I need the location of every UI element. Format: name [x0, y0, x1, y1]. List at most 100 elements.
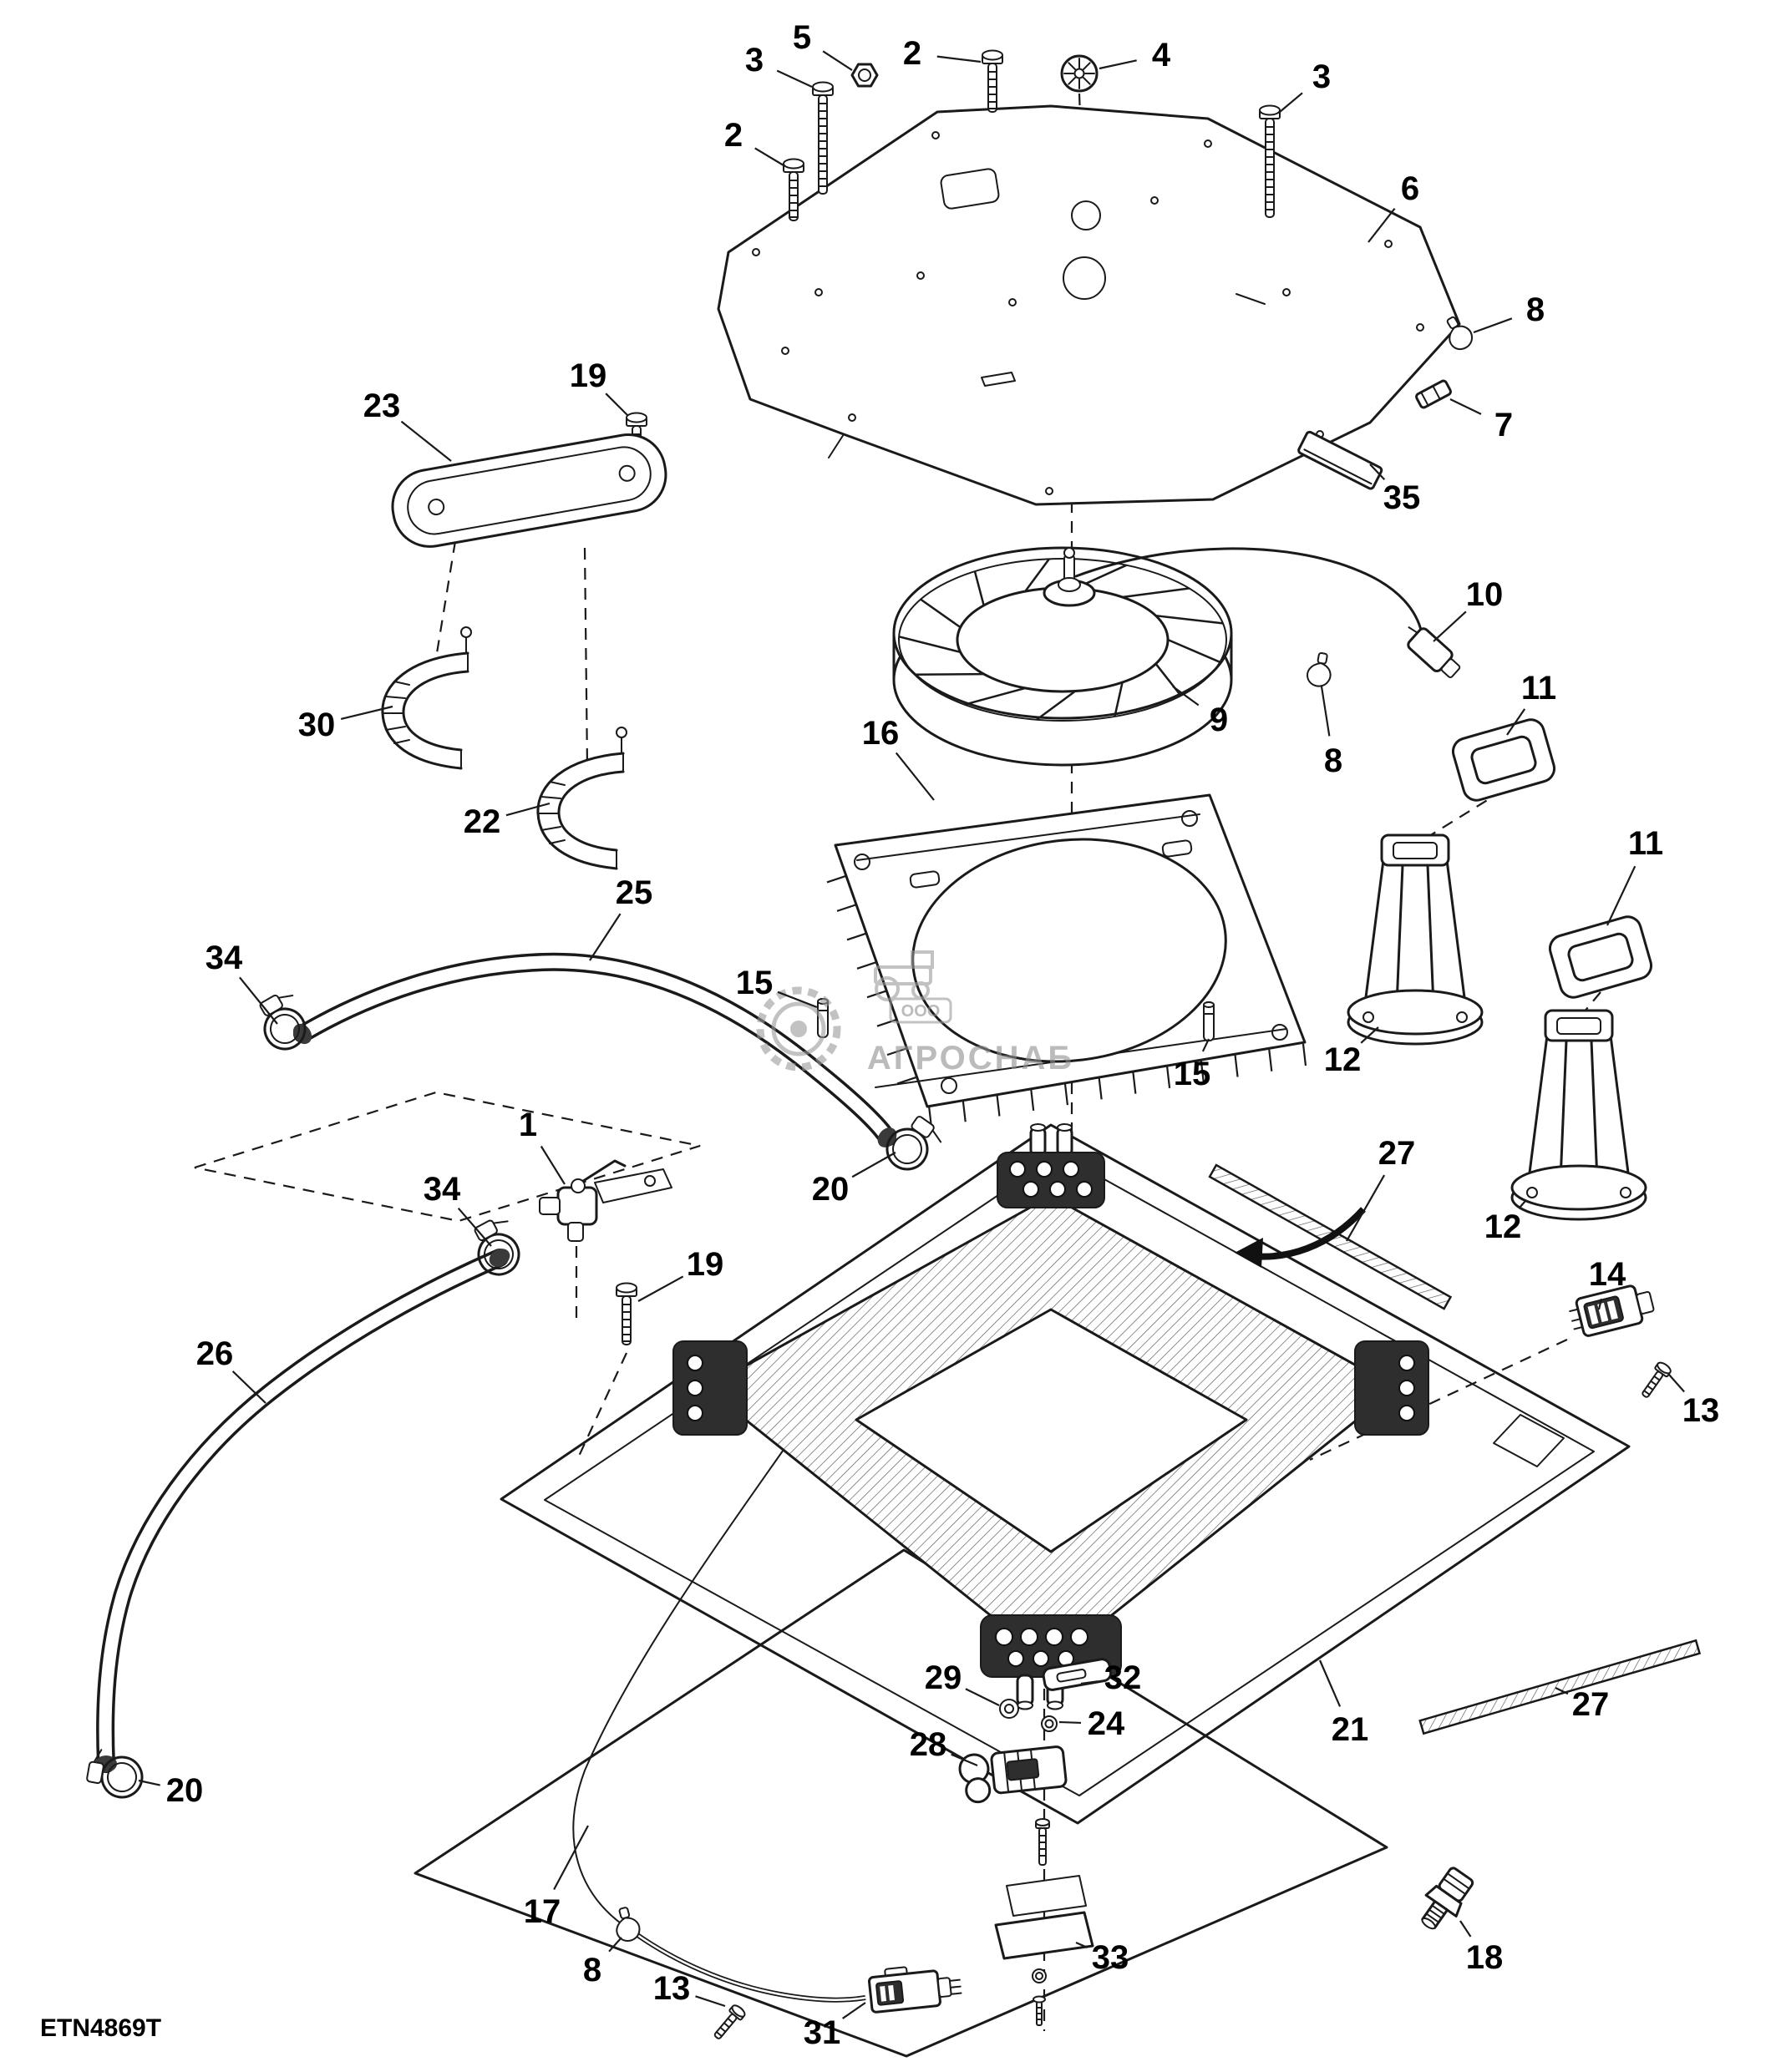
callout-16: 16: [861, 715, 900, 752]
callout-34: 34: [205, 940, 243, 976]
callout-11: 11: [1520, 670, 1557, 707]
screw-19b: [616, 1282, 637, 1345]
wire-harness: [1074, 547, 1423, 635]
callout-5: 5: [792, 19, 812, 56]
callout-28: 28: [909, 1726, 947, 1763]
callout-12: 12: [1484, 1208, 1522, 1245]
blower-housing: [826, 793, 1307, 1128]
callout-8: 8: [1323, 742, 1343, 779]
screw-bottom-tiny: [1033, 1995, 1046, 2026]
screw-3a: [812, 81, 834, 195]
callout-23: 23: [363, 388, 401, 424]
callout-2: 2: [723, 117, 743, 154]
callout-17: 17: [523, 1893, 561, 1930]
drawing-code: ETN4869T: [40, 2014, 162, 2042]
saddle-bracket-30: [381, 626, 473, 770]
fuel-hose-25: [292, 952, 897, 1147]
flange-nut: [850, 63, 879, 88]
callout-34: 34: [423, 1171, 461, 1208]
clip-7: [1415, 379, 1452, 409]
coil-manifold-right: [1354, 1340, 1429, 1436]
leader-lines: [138, 50, 1685, 2019]
callout-11: 11: [1627, 825, 1664, 862]
seal-strip-27b: [1418, 1639, 1702, 1735]
gasket-11a: [1449, 715, 1559, 805]
coil-manifold-top: [997, 1123, 1105, 1208]
bottom-hardware: [958, 1658, 1113, 2026]
callout-22: 22: [463, 803, 501, 840]
pedestal-mount-12b: [1510, 1009, 1647, 1221]
watermark-org-prefix: ООО: [901, 1002, 941, 1021]
callout-31: 31: [803, 2014, 841, 2051]
blower-wheel: [892, 546, 1461, 767]
callout-24: 24: [1087, 1705, 1125, 1742]
callout-13: 13: [1682, 1392, 1720, 1429]
screw-2a: [982, 49, 1003, 113]
gasket-11b: [1545, 912, 1656, 1002]
saddle-bracket-22: [536, 726, 628, 870]
o-ring-24: [1041, 1715, 1058, 1732]
cover-plates-33: [994, 1875, 1094, 1960]
callout-26: 26: [195, 1335, 234, 1372]
callout-32: 32: [1104, 1659, 1142, 1696]
callout-3: 3: [1312, 58, 1332, 95]
callout-10: 10: [1465, 576, 1504, 613]
coil-manifold-bottom: [980, 1614, 1122, 1710]
retainer-pin-15a: [1203, 1001, 1215, 1041]
callout-20: 20: [811, 1171, 850, 1208]
sensor-fitting-18: [1421, 1867, 1474, 1930]
callout-13: 13: [652, 1970, 691, 2007]
callout-4: 4: [1151, 37, 1171, 73]
callout-6: 6: [1400, 170, 1420, 207]
pad-strip-35: [1297, 430, 1383, 490]
watermark-org-name: АГРОСНАБ: [867, 1040, 1074, 1077]
hose-clamp-20b: [83, 1746, 147, 1802]
callout-15: 15: [1173, 1056, 1211, 1092]
callout-18: 18: [1465, 1939, 1504, 1976]
connector-block-14: [1569, 1284, 1655, 1337]
fuel-hose-26: [95, 1249, 510, 1773]
callout-15: 15: [735, 965, 774, 1001]
callout-20: 20: [165, 1772, 204, 1809]
screw-13a: [1637, 1360, 1673, 1401]
callout-35: 35: [1383, 479, 1421, 516]
screw-bottom: [1035, 1818, 1050, 1866]
heat-exchanger-coil: [672, 1123, 1429, 1710]
washer-small: [1032, 1968, 1047, 1983]
lower-panel-17: [414, 1548, 1388, 2058]
callout-30: 30: [297, 707, 336, 743]
rotation-arrow: [1235, 1207, 1366, 1268]
callout-7: 7: [1494, 407, 1514, 443]
washer-29: [999, 1699, 1019, 1719]
callout-33: 33: [1091, 1939, 1129, 1976]
callout-2: 2: [902, 35, 922, 72]
fuel-shutoff-valve: [539, 1159, 672, 1242]
callout-14: 14: [1588, 1256, 1626, 1293]
callout-12: 12: [1323, 1041, 1362, 1078]
callout-29: 29: [924, 1659, 962, 1696]
plate-clips: [1297, 312, 1478, 490]
valve-assembly-28: [958, 1745, 1068, 1804]
callout-19: 19: [569, 357, 607, 394]
screw-13b: [709, 2002, 748, 2044]
top-mounting-plate: [717, 104, 1461, 506]
callout-8: 8: [1525, 291, 1545, 328]
callout-9: 9: [1209, 702, 1229, 738]
top-hardware: [626, 49, 1281, 475]
callout-21: 21: [1331, 1711, 1369, 1748]
wiring-lead: [572, 1419, 866, 2003]
callout-27: 27: [1378, 1135, 1416, 1172]
watermark-gear-icon: [756, 986, 841, 1071]
coil-manifold-left: [672, 1340, 748, 1436]
watermark: ООО АГРОСНАБ: [756, 950, 1074, 1077]
callout-25: 25: [615, 874, 653, 911]
callout-19: 19: [686, 1246, 724, 1283]
access-cover: [391, 433, 667, 548]
callout-8: 8: [582, 1952, 602, 1988]
wing-knob: [1060, 54, 1099, 93]
clip-8b: [1304, 650, 1335, 689]
callout-3: 3: [744, 42, 764, 79]
pedestal-mount-12a: [1347, 833, 1484, 1046]
